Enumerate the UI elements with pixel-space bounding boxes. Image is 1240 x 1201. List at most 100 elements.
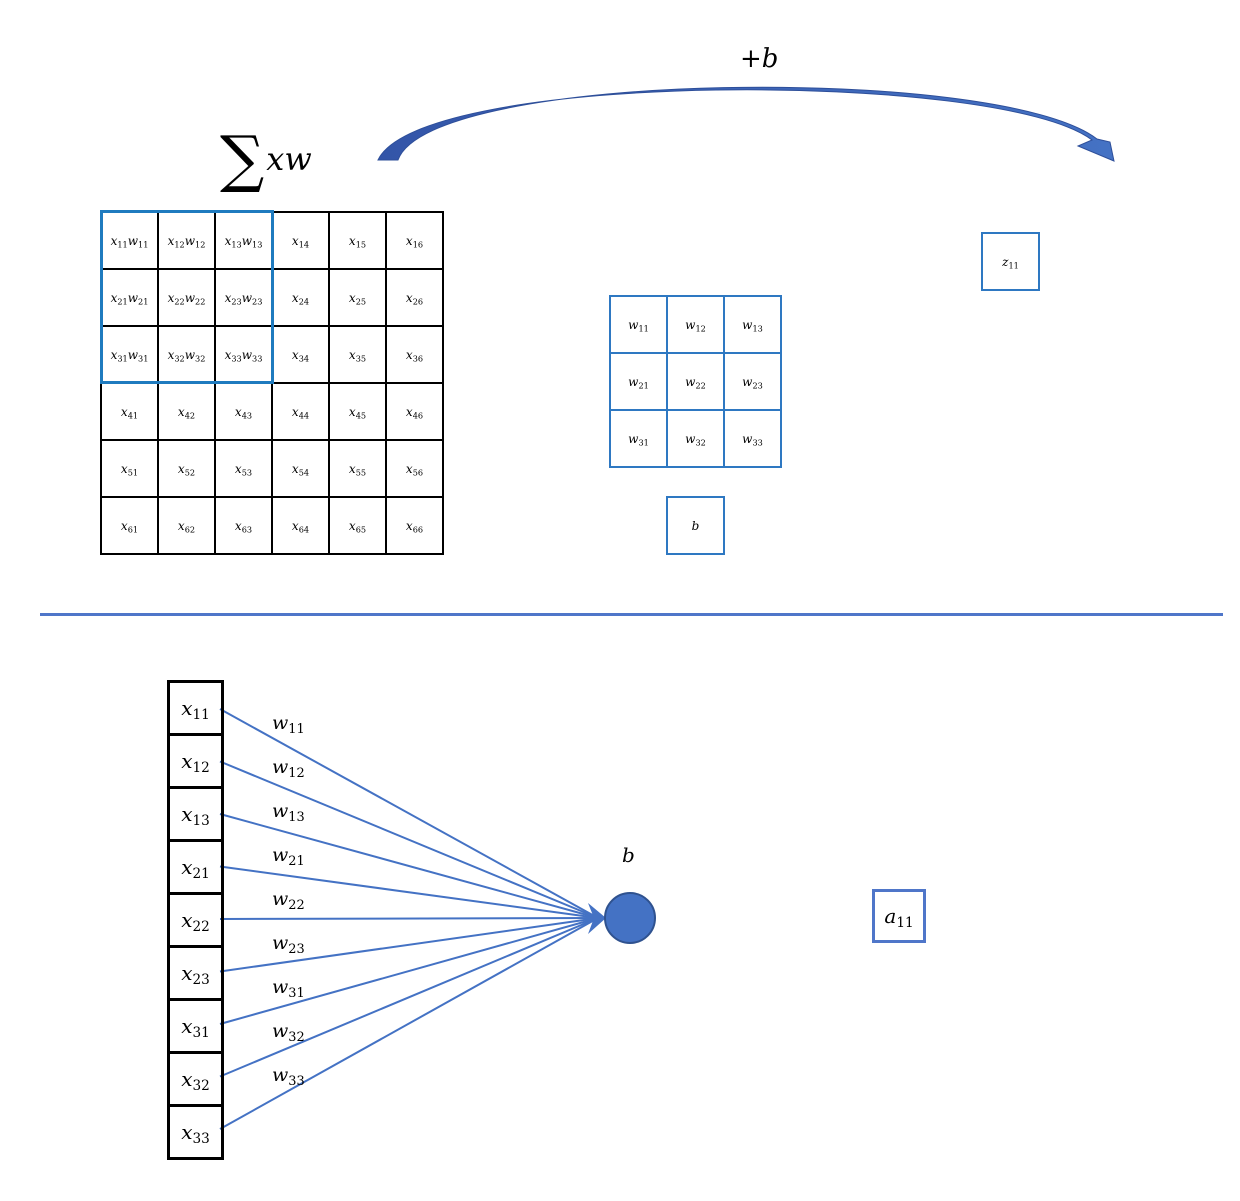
kernel-weight-term: w21 [628,374,649,390]
flattened-input-cell: x11 [170,683,221,736]
bias-box: b [666,496,725,555]
weight-label-term: w13 [272,800,305,825]
input-cell: x36 [387,327,444,384]
input-term: x16 [405,233,424,249]
flattened-input-cell: x12 [170,736,221,789]
weight-label: w23 [272,932,305,956]
sum-xw-label: ∑ xw [220,128,312,190]
weight-term: w31 [127,347,149,363]
input-term: x24 [291,290,310,306]
input-cell: x42 [159,384,216,441]
weight-label: w21 [272,844,305,869]
input-cell: x14 [273,213,330,270]
kernel-weight-term: w32 [685,431,706,447]
input-term: x32 [167,347,185,363]
input-term: x14 [291,233,310,249]
weight-label: w12 [272,756,305,781]
flattened-input-term: x22 [181,908,210,936]
flattened-input-term: x33 [181,1120,210,1148]
flattened-input-cell: x13 [170,789,221,842]
input-cell: x45 [330,384,387,441]
flattened-input-term: x31 [181,1014,210,1042]
input-cell: x64 [273,498,330,555]
kernel-weight-term: w33 [742,431,763,447]
weight-label: w11 [272,712,305,736]
neuron-bias-label: b [622,843,635,867]
connection-lines [219,708,599,1130]
weight-term: w12 [184,233,206,249]
kernel-cell: w22 [668,354,725,411]
flattened-input-cell: x23 [170,948,221,1001]
kernel-cell: w21 [611,354,668,411]
weight-label-term: w12 [272,756,305,781]
input-term: x22 [167,290,185,306]
input-term: x55 [348,461,367,477]
kernel-weight-term: w23 [742,374,763,390]
activation-a11-term: a11 [884,904,914,932]
kernel-weight-term: w31 [628,431,649,447]
input-cell: x26 [387,270,444,327]
weight-label: w22 [272,888,305,912]
input-cell: x43 [216,384,273,441]
kernel-cell: w11 [611,297,668,354]
weight-term: w33 [241,347,263,363]
flattened-input-cell: x31 [170,1001,221,1054]
output-z11-box: z11 [981,232,1040,291]
input-term: x12 [167,233,185,249]
weight-term: w13 [241,233,263,249]
weight-label-term: w21 [272,844,305,869]
input-term: x25 [348,290,367,306]
kernel-cell: w23 [725,354,782,411]
weight-label: w31 [272,976,305,1001]
flattened-input-cell: x32 [170,1054,221,1107]
input-cell: x16 [387,213,444,270]
input-term: x61 [120,518,139,534]
input-term: x66 [405,518,424,534]
kernel-cell: w12 [668,297,725,354]
kernel-weight-term: w11 [628,317,649,333]
flattened-input-term: x23 [181,961,210,989]
input-term: x23 [224,290,242,306]
input-cell: x25 [330,270,387,327]
input-cell: x54 [273,441,330,498]
section-divider [40,613,1223,616]
input-cell: x41 [102,384,159,441]
input-term: x15 [348,233,367,249]
kernel-cell: w13 [725,297,782,354]
weight-label: w33 [272,1064,305,1088]
kernel-cell: w31 [611,411,668,468]
connection-line [219,917,599,1130]
flattened-input-term: x13 [181,802,210,830]
input-cell: x24 [273,270,330,327]
input-term: x35 [348,347,367,363]
input-term: x11 [110,233,128,249]
input-term: x62 [177,518,196,534]
input-cell: x52 [159,441,216,498]
plus-bias-label: +b [740,44,779,74]
input-cell: x65 [330,498,387,555]
weight-label-term: w31 [272,976,305,1001]
input-term: x51 [120,461,139,477]
input-term: x53 [234,461,253,477]
sum-expression: xw [266,140,312,178]
input-term: x36 [405,347,424,363]
output-z11-term: z11 [1002,254,1019,270]
input-term: x42 [177,404,196,420]
input-term: x56 [405,461,424,477]
input-term: x64 [291,518,310,534]
input-cell: x55 [330,441,387,498]
input-term: x52 [177,461,196,477]
input-term: x63 [234,518,253,534]
weight-label: w13 [272,800,305,825]
input-term: x21 [110,290,128,306]
kernel-cell: w32 [668,411,725,468]
input-cell: x51 [102,441,159,498]
